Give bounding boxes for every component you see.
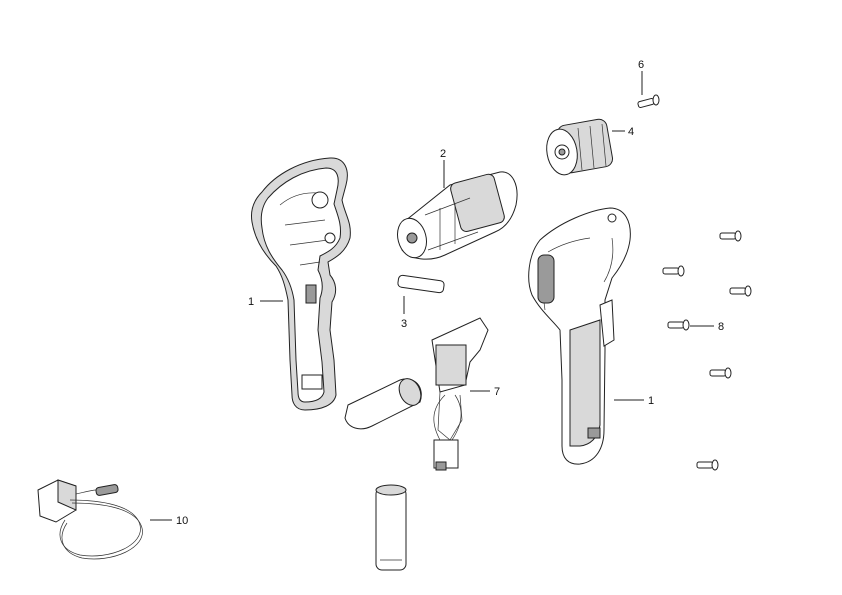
switch-module [431, 317, 489, 471]
motor-assembly [397, 171, 518, 260]
screw-c [729, 285, 752, 297]
callout-labels: 1 2 3 4 6 7 8 1 10 [176, 59, 724, 527]
screw-a [719, 230, 742, 242]
callout-1-left: 1 [248, 296, 254, 308]
left-housing-half [251, 157, 351, 411]
callout-7: 7 [494, 386, 500, 398]
screw-f [696, 459, 719, 471]
chuck-screw [637, 94, 660, 109]
housing-screws [662, 230, 752, 471]
charger-adapter [37, 479, 143, 560]
right-housing-half [528, 207, 631, 465]
callout-6: 6 [638, 59, 644, 71]
leader-lines [150, 71, 714, 521]
callout-4: 4 [628, 126, 634, 138]
callout-2: 2 [440, 148, 446, 160]
battery-cell-vertical [375, 484, 407, 571]
callout-10: 10 [176, 515, 188, 527]
screw-e [709, 367, 732, 379]
keyless-chuck [546, 118, 614, 176]
screw-b [662, 265, 685, 277]
battery-cell-horizontal [344, 378, 422, 430]
callout-3: 3 [401, 318, 407, 330]
callout-8: 8 [718, 321, 724, 333]
clip-bar-part [397, 274, 445, 294]
callout-1-right: 1 [648, 395, 654, 407]
screw-d [667, 319, 690, 331]
